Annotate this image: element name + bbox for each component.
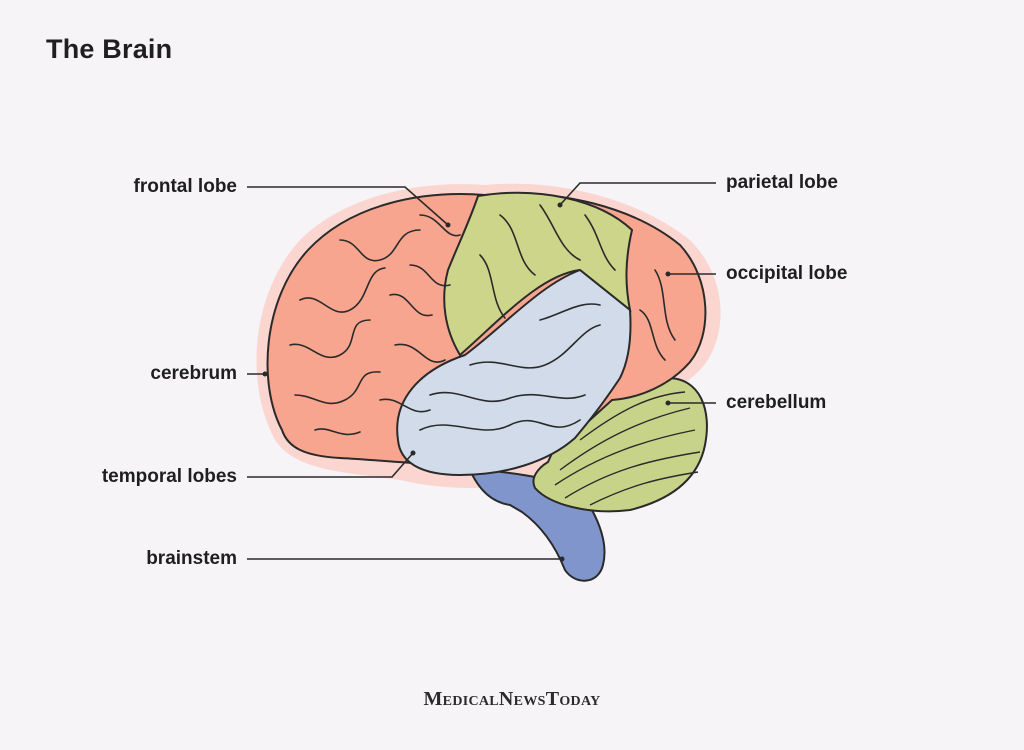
leader-parietal: [559, 182, 716, 206]
page-title: The Brain: [46, 34, 173, 64]
leader-dots: [262, 202, 671, 562]
leader-temporal: [247, 452, 414, 478]
label-temporal-lobes: temporal lobes: [101, 466, 237, 487]
label-brainstem: brainstem: [146, 548, 237, 569]
leader-frontal: [247, 186, 449, 226]
cerebellum-folds: [554, 391, 701, 506]
brain-folds: [289, 204, 676, 436]
label-parietal-lobe: parietal lobe: [726, 172, 838, 193]
label-occipital-lobe: occipital lobe: [726, 263, 848, 284]
leader-lines: [247, 182, 716, 560]
label-frontal-lobe: frontal lobe: [133, 176, 237, 197]
parietal-lobe-shape: [443, 191, 634, 357]
brand-logo: MedicalNewsToday: [423, 688, 601, 710]
label-cerebrum: cerebrum: [150, 363, 237, 384]
label-cerebellum: cerebellum: [726, 392, 827, 413]
